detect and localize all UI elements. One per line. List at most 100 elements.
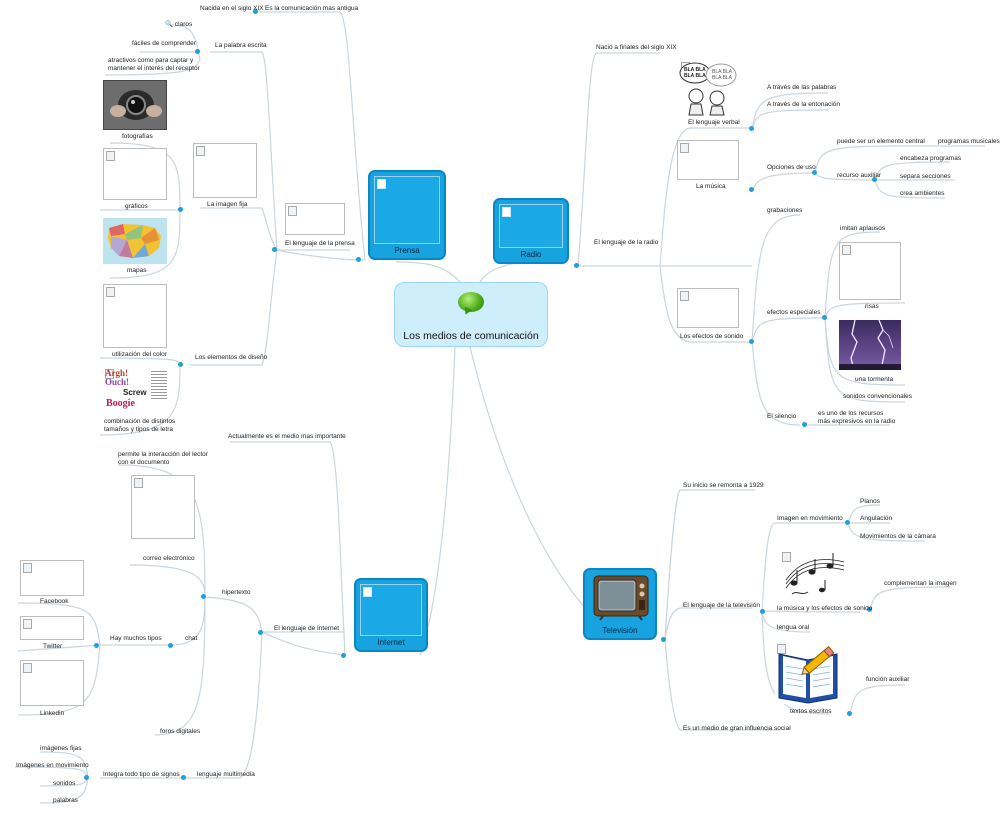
tv-imagen-movimiento[interactable]: Imagen en movimiento [777,515,843,522]
connector-dot[interactable] [872,177,877,182]
internet-correo[interactable]: correo electrónico [143,555,195,562]
topic-radio[interactable]: Radio [493,198,569,264]
central-topic[interactable]: Los medios de comunicación [394,282,548,347]
internet-interaccion[interactable]: permite la interacción del lector con el… [118,451,208,466]
prensa-nacida[interactable]: Nacida en el siglo XIX [200,5,264,12]
connector-dot[interactable] [574,263,579,268]
tv-oral[interactable]: lengua oral [777,624,810,631]
connector-dot[interactable] [258,630,263,635]
internet-twitter[interactable]: Twitter [43,643,63,650]
connector-dot[interactable] [201,594,206,599]
radio-auxiliar[interactable]: recurso auxiliar [837,172,882,179]
radio-risas[interactable]: risas [865,303,879,310]
radio-crea[interactable]: crea ambientes [900,190,945,197]
tv-complementan[interactable]: complementan la imagen [884,580,957,587]
radio-palabras[interactable]: A través de las palabras [767,84,837,91]
radio-efectos-especiales[interactable]: efectos especiales [767,309,821,316]
tv-lenguaje[interactable]: El lenguaje de la televisión [683,602,760,609]
lightning-icon [839,320,901,370]
prensa-palabra-escrita[interactable]: La palabra escrita [215,42,267,49]
connector-dot[interactable] [822,315,827,320]
connector-dot[interactable] [867,607,872,612]
prensa-fotografias[interactable]: fotografías [122,133,153,140]
connector-dot[interactable] [845,520,850,525]
radio-entonacion[interactable]: A través de la entonación [767,101,840,108]
connector-dot[interactable] [356,257,361,262]
internet-importante[interactable]: Actualmente es el medio mas importante [228,433,346,440]
internet-sonidos[interactable]: sonidos [53,780,76,787]
prensa-elementos[interactable]: Los elementos de diseño [195,354,268,361]
internet-facebook[interactable]: Facebook [40,598,69,605]
bla-text: BLA BLA [712,75,733,81]
internet-linkedin[interactable]: Linkedin [40,710,65,717]
connector-dot[interactable] [253,9,258,14]
connector-dot[interactable] [749,126,754,131]
internet-hipertexto[interactable]: hipertexto [222,589,251,596]
prensa-antigua[interactable]: Es la comunicación mas antigua [265,5,359,12]
internet-image [360,584,422,636]
radio-convencionales[interactable]: sonidos convencionales [843,393,913,400]
tv-camara[interactable]: Movimientos de la cámara [860,533,936,540]
internet-integra[interactable]: Integra todo tipo de signos [103,771,180,778]
connector-dot[interactable] [168,643,173,648]
connector-dot[interactable] [272,247,277,252]
topic-television[interactable]: Televisión [583,568,657,640]
connector-dot[interactable] [812,170,817,175]
book-icon [778,645,838,704]
radio-silencio[interactable]: El silencio [767,413,797,420]
connector-dot[interactable] [84,775,89,780]
prensa-atractivos[interactable]: atractivos como para captar y mantener e… [108,57,200,72]
topic-prensa[interactable]: Prensa [368,170,446,260]
connector-dot[interactable] [802,422,807,427]
internet-chat[interactable]: chat [185,635,198,642]
internet-tipos[interactable]: Hay muchos tipos [110,635,162,642]
connector-dot[interactable] [760,609,765,614]
internet-foros[interactable]: foros digitales [160,728,201,735]
tv-inicio[interactable]: Su inicio se remonta a 1929 [683,482,764,489]
topic-internet[interactable]: Internet [354,578,428,652]
radio-expresivos[interactable]: es uno de los recursos más expresivos en… [818,410,896,425]
internet-movimiento[interactable]: Imágenes en movimiento [16,762,89,769]
connector-dot[interactable] [749,187,754,192]
radio-programas[interactable]: programas musicales [938,138,1000,145]
connector-dot[interactable] [341,653,346,658]
radio-encabeza[interactable]: encabeza programas [900,155,962,162]
prensa-graficos[interactable]: gráficos [125,203,148,210]
radio-grabaciones[interactable]: grabaciones [767,207,803,214]
prensa-imagen-fija[interactable]: La imagen fija [207,201,248,208]
prensa-tamanos[interactable]: combinación de distintos tamaños y tipos… [104,418,176,433]
radio-central[interactable]: puede ser un elemento central [837,138,925,145]
radio-opciones[interactable]: Opciones de uso [767,164,816,171]
radio-tormenta[interactable]: una tormenta [855,376,894,383]
tv-influencia[interactable]: Es un medio de gran influencia social [683,725,791,732]
connector-dot[interactable] [181,775,186,780]
internet-fijas[interactable]: imágenes fijas [40,745,82,752]
connector-dot[interactable] [94,643,99,648]
connector-dot[interactable] [661,637,666,642]
tv-musica[interactable]: la música y los efectos de sonido [777,605,873,612]
internet-palabras[interactable]: palabras [53,797,78,804]
tv-funcion[interactable]: función auxiliar [866,676,910,683]
prensa-claros-node[interactable]: 🔍 claros [165,21,192,29]
connector-dot[interactable] [178,362,183,367]
prensa-mapas[interactable]: mapas [127,267,147,274]
internet-multimedia[interactable]: lenguaje multimedia [197,771,255,778]
prensa-color[interactable]: utilización del color [112,351,167,358]
tv-angulacion[interactable]: Angulación [860,515,893,522]
radio-nacio[interactable]: Nació a finales del siglo XIX [596,44,677,51]
prensa-faciles[interactable]: fáciles de comprender [132,40,196,47]
radio-musica[interactable]: La música [696,183,726,190]
prensa-lenguaje[interactable]: El lenguaje de la prensa [285,240,355,247]
connector-dot[interactable] [749,339,754,344]
connector-dot[interactable] [178,207,183,212]
tv-planos[interactable]: Planos [860,498,880,505]
internet-lenguaje[interactable]: El lenguaje de Internet [274,625,340,632]
tv-escritos[interactable]: textos escritos [790,708,832,715]
radio-aplausos[interactable]: imitan aplausos [840,225,886,232]
connector-dot[interactable] [195,49,200,54]
radio-efectos-sonido[interactable]: Los efectos de sonido [680,333,744,340]
radio-verbal[interactable]: El lenguaje verbal [688,119,740,126]
radio-lenguaje[interactable]: El lenguaje de la radio [594,239,659,246]
radio-separa[interactable]: separa secciones [900,173,951,180]
connector-dot[interactable] [847,711,852,716]
